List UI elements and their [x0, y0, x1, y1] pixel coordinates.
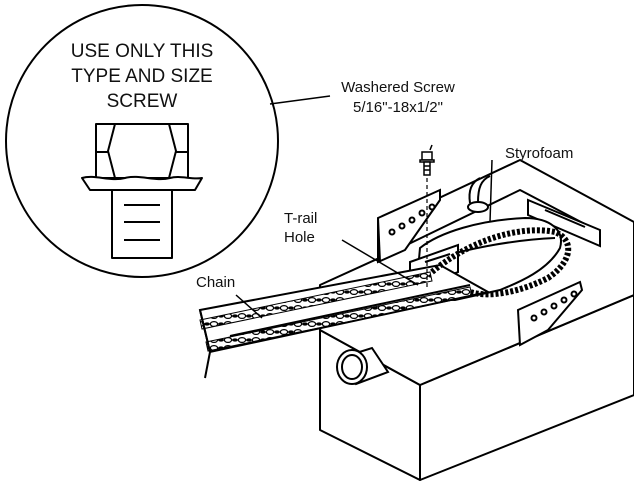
- left-bracket: [378, 190, 440, 262]
- hole-label: Hole: [284, 229, 315, 246]
- right-bracket: [518, 282, 582, 345]
- styrofoam-label: Styrofoam: [505, 145, 574, 162]
- chain-lower: [206, 287, 472, 351]
- washered-screw: [420, 152, 434, 175]
- rear-plate: [528, 200, 600, 246]
- chain-label: Chain: [196, 274, 236, 291]
- cable-grommet: [468, 176, 490, 212]
- callout-line-1: USE ONLY THIS: [70, 41, 214, 62]
- leader-lines: [236, 96, 492, 318]
- washered-screw-label: Washered Screw: [341, 79, 455, 96]
- washered-screw-size-label: 5/16"-18x1/2": [353, 99, 443, 116]
- callout-line-2: TYPE AND SIZE: [71, 66, 213, 87]
- callout-line-3: SCREW: [106, 91, 178, 112]
- pulley-hub: [337, 348, 388, 384]
- screw-detail-icon: [82, 124, 202, 258]
- chain-loop: [432, 230, 568, 294]
- t-rail-label: T-rail: [284, 210, 318, 227]
